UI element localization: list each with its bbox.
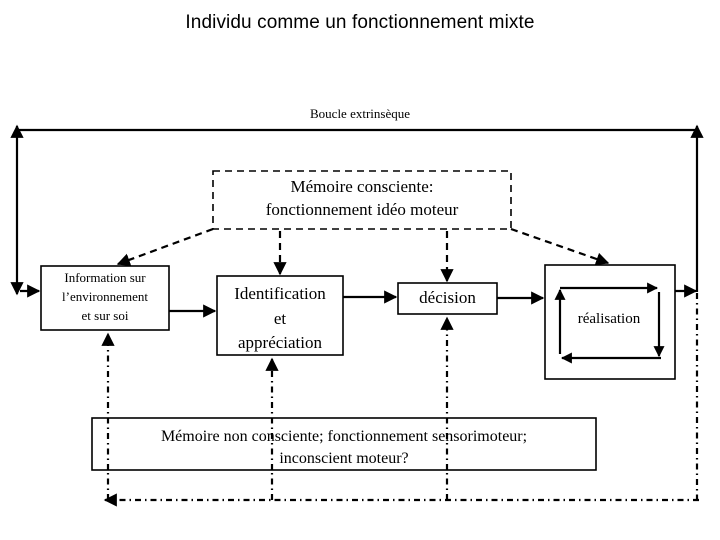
- edge-extrinsic-loop: [10, 124, 704, 298]
- edges-nonconscious-memory: [101, 316, 454, 470]
- box-decision: [397, 282, 498, 315]
- node-label-nonconscious-memory: Mémoire non consciente; fonctionnement s…: [160, 428, 528, 467]
- extrinsic-loop-label: Boucle extrinsèque: [310, 106, 410, 121]
- box-identification: [216, 275, 344, 356]
- node-label-decision: décision: [419, 288, 476, 307]
- box-conscious-memory: [212, 170, 512, 230]
- box-nonconscious-memory: [91, 417, 597, 471]
- edge-realisation-internal-loop: [554, 282, 665, 364]
- edge-conscious-memory-to-information: [116, 227, 214, 267]
- edge-intrinsic-loop: [103, 293, 699, 507]
- node-label-realisation: réalisation: [577, 311, 641, 327]
- node-label-information: Information sur l’environnement et sur s…: [62, 270, 148, 323]
- box-information: [40, 265, 170, 331]
- box-realisation: [544, 264, 676, 380]
- edges-conscious-memory: [116, 227, 610, 283]
- node-label-identification: Identification et appréciation: [234, 284, 326, 353]
- edge-conscious-memory-to-realisation: [510, 227, 610, 266]
- node-boxes: [40, 170, 676, 471]
- edge-forward-chain: [169, 290, 545, 318]
- node-label-conscious-memory: Mémoire consciente: fonctionnement idéo …: [265, 177, 459, 219]
- page-title: Individu comme un fonctionnement mixte: [185, 12, 535, 33]
